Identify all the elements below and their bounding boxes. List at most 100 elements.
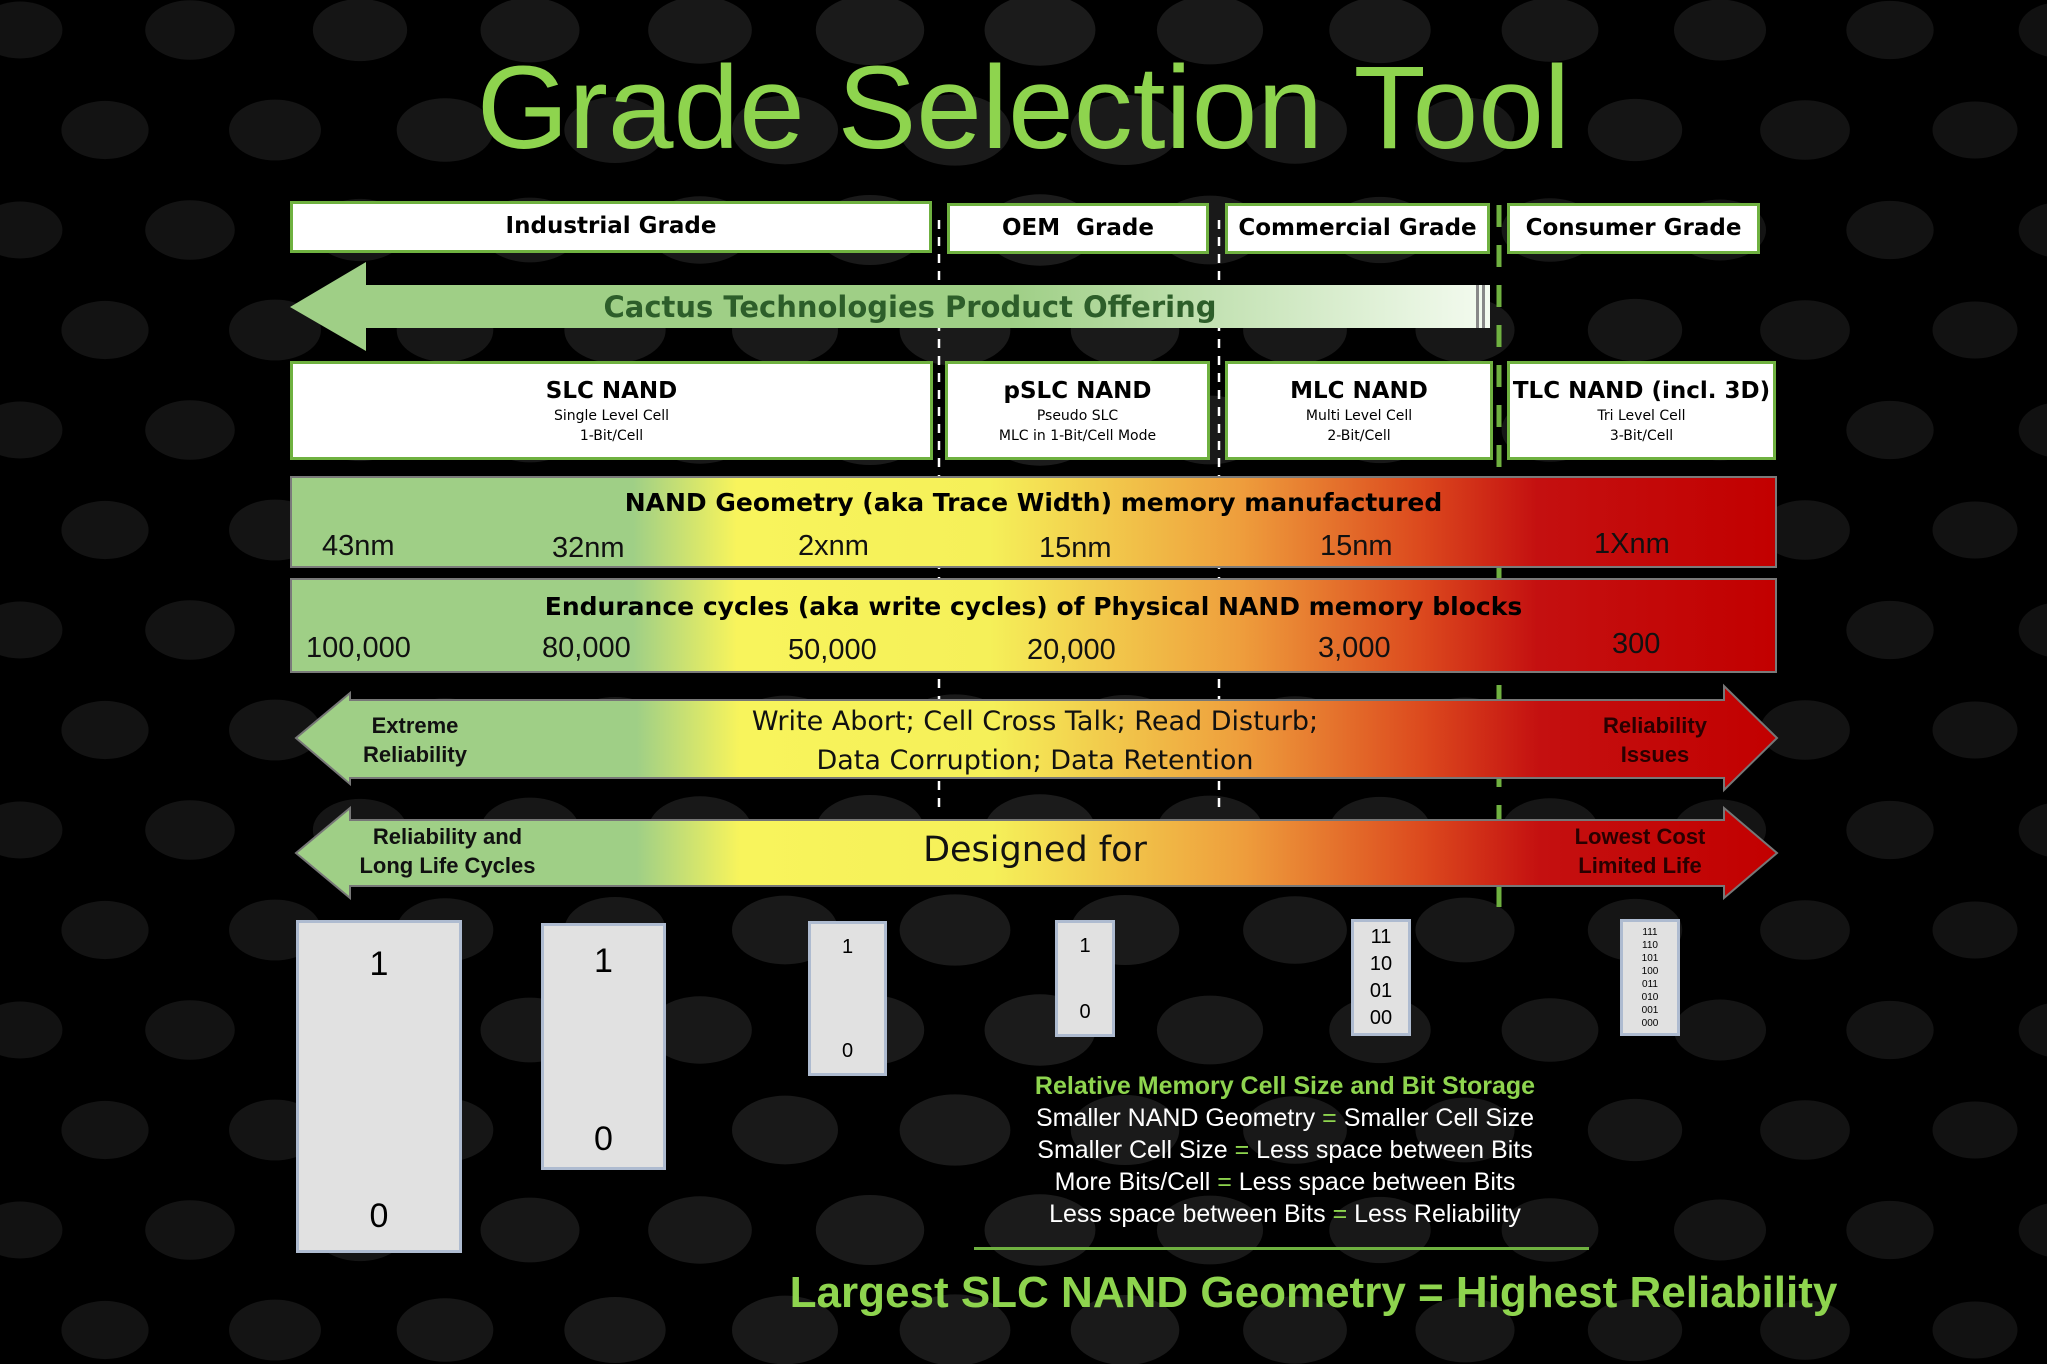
background-dot <box>1070 94 1180 166</box>
grade-industrial: Industrial Grade <box>290 201 932 253</box>
summary-equals: = <box>1217 1168 1232 1196</box>
background-dot <box>564 1296 666 1364</box>
background-dot <box>1243 1096 1347 1164</box>
background-dot <box>1760 700 1850 760</box>
background-dot <box>61 100 149 160</box>
designed-right-line1: Lowest Cost <box>1574 824 1706 849</box>
nand-mlc-line2: 2-Bit/Cell <box>1327 428 1391 444</box>
background-dot <box>1846 1200 1934 1260</box>
background-dot <box>1070 1294 1180 1364</box>
cell-bit: 00 <box>1369 1007 1393 1029</box>
background-dot <box>1846 800 1934 860</box>
summary-underline <box>974 1247 1589 1250</box>
background-dot <box>0 601 63 659</box>
reliability-arrow <box>294 683 1779 793</box>
background-dot <box>229 299 321 361</box>
background-dot <box>1415 97 1515 163</box>
background-dot <box>1932 1101 2018 1159</box>
background-dot <box>1243 896 1347 964</box>
memory-cell-slc-43nm: 1 0 <box>296 920 462 1253</box>
memory-cell-slc-32nm: 1 0 <box>541 923 666 1170</box>
summary-line-left: Smaller NAND Geometry <box>1035 1104 1316 1132</box>
geometry-value: 1Xnm <box>1594 528 1670 560</box>
background-dot <box>1673 1199 1767 1261</box>
background-dot <box>1846 600 1934 660</box>
cell-bit: 100 <box>1641 966 1659 977</box>
background-dot <box>145 600 235 660</box>
grade-oem-label: OEM Grade <box>1002 215 1154 241</box>
geometry-value: 43nm <box>322 530 395 562</box>
nand-mlc-line1: Multi Level Cell <box>1305 408 1413 424</box>
nand-slc-line1: Single Level Cell <box>553 408 670 424</box>
background-dot <box>564 96 666 164</box>
background-dot <box>145 1000 235 1060</box>
cell-bit: 0 <box>841 1040 854 1062</box>
nand-pslc: pSLC NAND Pseudo SLC MLC in 1-Bit/Cell M… <box>945 361 1210 460</box>
grade-consumer: Consumer Grade <box>1507 203 1760 254</box>
background-dot <box>61 700 149 760</box>
grade-commercial-label: Commercial Grade <box>1238 215 1477 241</box>
bottom-conclusion: Largest SLC NAND Geometry = Highest Reli… <box>789 1268 1838 1317</box>
background-dot <box>1243 96 1347 164</box>
nand-tlc-name: TLC NAND (incl. 3D) <box>1512 378 1771 404</box>
background-dot <box>61 1300 149 1360</box>
background-dot <box>1760 100 1850 160</box>
background-dot <box>1501 0 1599 62</box>
background-dot <box>61 300 149 360</box>
background-dot <box>1329 0 1431 64</box>
background-dot <box>229 699 321 761</box>
nand-slc-line2: 1-Bit/Cell <box>579 428 644 444</box>
background-dot <box>1760 1300 1850 1360</box>
background-dot <box>2018 1003 2047 1057</box>
cell-bit: 1 <box>594 942 613 980</box>
background-dot <box>1932 301 2018 359</box>
cell-bit: 1 <box>1079 935 1091 957</box>
designed-for-arrow <box>294 805 1779 901</box>
summary-line-right: Less space between Bits <box>1238 1168 1516 1196</box>
background-dot <box>145 200 235 260</box>
summary-line: Smaller Cell Size = Less space between B… <box>925 1136 1645 1165</box>
cell-bit: 0 <box>594 1120 613 1158</box>
cell-bit: 1 <box>369 945 389 983</box>
background-dot <box>312 0 408 62</box>
summary-line-left: Less space between Bits <box>1049 1200 1326 1228</box>
background-dot <box>1846 200 1934 260</box>
summary-equals: = <box>1322 1104 1337 1132</box>
cell-bit: 10 <box>1369 953 1393 975</box>
background-dot <box>1415 1097 1515 1163</box>
cell-bit: 0 <box>1079 1001 1091 1023</box>
summary-line-right: Smaller Cell Size <box>1343 1104 1535 1132</box>
summary-line-right: Less space between Bits <box>1256 1136 1533 1164</box>
background-dot <box>1587 298 1683 362</box>
background-dot <box>1846 1000 1934 1060</box>
designed-left-line2: Long Life Cycles <box>359 853 536 878</box>
background-dot <box>0 1 63 59</box>
page-title: Grade Selection Tool <box>476 42 1571 174</box>
designed-left-text: Reliability and Long Life Cycles <box>340 822 555 880</box>
background-dot <box>229 99 321 161</box>
endurance-value: 300 <box>1612 628 1661 660</box>
nand-mlc: MLC NAND Multi Level Cell 2-Bit/Cell <box>1225 361 1493 460</box>
background-dot <box>1070 1094 1180 1166</box>
background-dot <box>2018 3 2047 57</box>
background-dot <box>648 1196 752 1264</box>
summary-equals: = <box>1234 1136 1250 1164</box>
background-dot <box>145 800 235 860</box>
background-dot <box>61 1100 149 1160</box>
background-dot <box>2018 203 2047 257</box>
memory-cell-mlc-15nm: 11 10 01 00 <box>1351 919 1411 1036</box>
summary-line-left: Smaller Cell Size <box>1037 1136 1228 1164</box>
geometry-bar: NAND Geometry (aka Trace Width) memory m… <box>290 476 1777 568</box>
background-dot <box>1932 901 2018 959</box>
designed-center-text: Designed for <box>923 830 1147 870</box>
geometry-value: 15nm <box>1039 532 1112 564</box>
nand-pslc-line2: MLC in 1-Bit/Cell Mode <box>998 428 1157 444</box>
reliability-center-line2: Data Corruption; Data Retention <box>816 745 1254 776</box>
memory-cell-tlc-1xnm: 111 110 101 100 011 010 001 000 <box>1620 919 1680 1036</box>
nand-slc-name: SLC NAND <box>545 378 678 404</box>
background-dot <box>815 0 925 65</box>
background-dot <box>396 98 494 162</box>
background-dot <box>1932 101 2018 159</box>
cell-bit: 010 <box>1641 992 1659 1003</box>
